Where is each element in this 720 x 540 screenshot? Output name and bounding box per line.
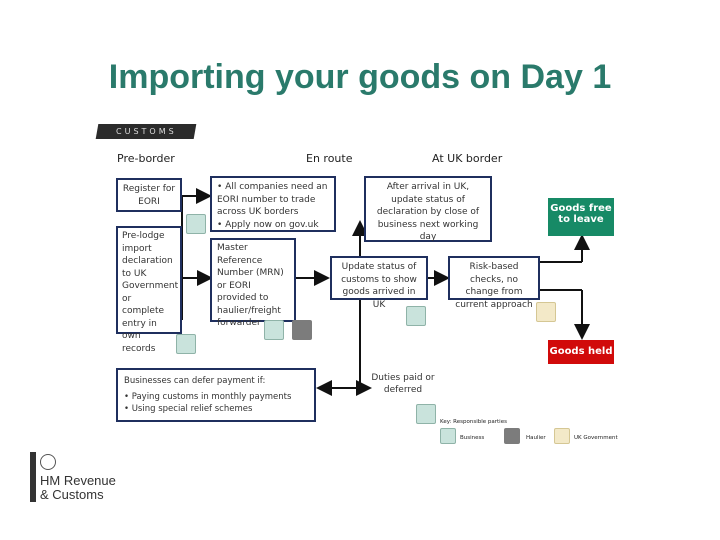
goods-held-text: Goods held [549,346,613,357]
hmrc-line-2: & Customs [40,487,104,502]
update-status-text: Update status of customs to show goods a… [341,262,417,310]
business-building-icon [416,404,436,424]
defer-item-1: • Paying customs in monthly payments [124,392,292,402]
register-eori-text: Register for EORI [122,184,176,207]
eori-bullet-2: • Apply now on gov.uk [217,219,319,230]
business-building-icon [440,428,456,444]
defer-title: Businesses can defer payment if: [124,376,266,386]
goods-held-box: Goods held [548,340,614,364]
mrn-text: Master Reference Number (MRN) or EORI pr… [217,243,284,328]
government-crown-icon [554,428,570,444]
hmrc-crest-icon [40,454,56,470]
slide-title: Importing your goods on Day 1 [108,58,612,96]
hmrc-logo-text: HM Revenue & Customs [40,474,116,502]
business-building-icon [176,334,196,354]
hmrc-line-1: HM Revenue [40,473,116,488]
key-title: Key: Responsible parties [440,419,507,425]
key-haulier-label: Haulier [526,435,546,441]
truck-icon [292,320,312,340]
register-eori-box: Register for EORI [116,178,182,212]
pre-lodge-text: Pre-lodge import declaration to UK Gover… [122,231,179,354]
defer-item-2: • Using special relief schemes [124,404,253,414]
business-building-icon [406,306,426,326]
government-crown-icon [536,302,556,322]
after-arrival-box: After arrival in UK, update status of de… [364,176,492,242]
hmrc-logo-rule [30,452,36,502]
risk-checks-box: Risk-based checks, no change from curren… [448,256,540,310]
column-header-at-border: At UK border [432,152,503,165]
column-header-en-route: En route [306,152,353,165]
business-building-icon [186,214,206,234]
key-gov-label: UK Government [574,435,618,441]
goods-free-text: Goods free to leave [550,203,612,225]
after-arrival-text: After arrival in UK, update status of de… [376,182,480,242]
pre-lodge-box: Pre-lodge import declaration to UK Gover… [116,226,182,354]
duties-text: Duties paid or deferred [371,373,435,395]
business-building-icon [264,320,284,340]
key-business-label: Business [460,435,485,441]
column-header-pre-border: Pre-border [117,152,175,165]
goods-free-box: Goods free to leave [548,198,614,236]
risk-checks-text: Risk-based checks, no change from curren… [455,262,533,310]
defer-payment-box: Businesses can defer payment if: • Payin… [116,368,316,422]
eori-bullets-box: • All companies need an EORI number to t… [210,176,336,232]
eori-bullet-1: • All companies need an EORI number to t… [217,182,328,217]
update-status-box: Update status of customs to show goods a… [330,256,428,310]
truck-icon [504,428,520,444]
mrn-box: Master Reference Number (MRN) or EORI pr… [210,238,296,328]
